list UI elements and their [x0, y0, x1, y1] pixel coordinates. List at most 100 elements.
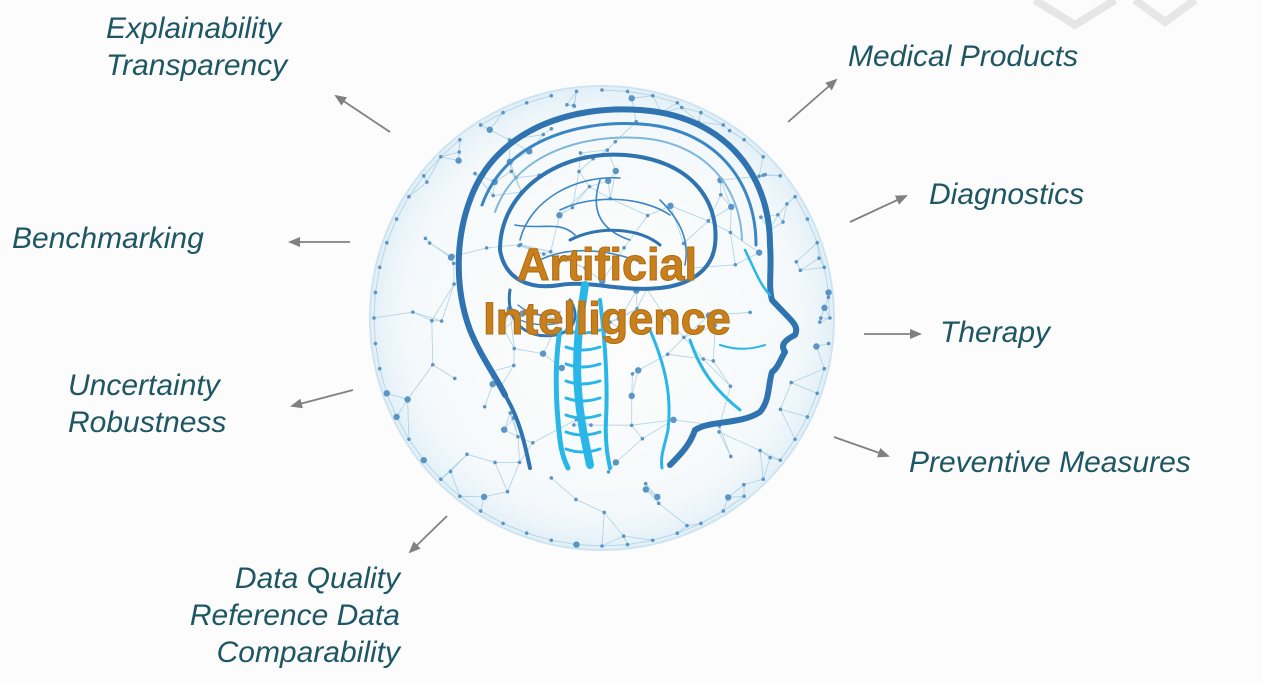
network-node: [420, 456, 427, 464]
network-node: [761, 477, 766, 482]
network-node: [458, 494, 462, 499]
network-node: [541, 132, 546, 137]
network-link: [779, 439, 796, 461]
network-node: [628, 95, 635, 102]
network-node: [625, 542, 630, 547]
arrow-data-quality: [408, 515, 448, 554]
network-node: [643, 481, 648, 486]
network-node: [484, 246, 489, 250]
network-node: [438, 154, 443, 159]
network-link: [652, 95, 678, 104]
network-node: [785, 202, 789, 206]
network-node: [600, 88, 604, 92]
network-link: [440, 471, 451, 480]
network-link: [791, 382, 818, 394]
network-node: [621, 534, 626, 538]
network-node: [458, 137, 462, 142]
network-node: [635, 367, 642, 374]
network-link: [708, 220, 731, 233]
network-node: [430, 318, 434, 323]
network-link: [690, 264, 736, 269]
network-node: [549, 476, 554, 480]
network-node: [373, 290, 378, 295]
label-reference-data: Reference Data: [189, 599, 400, 632]
network-link: [712, 360, 731, 387]
network-link: [441, 283, 455, 322]
network-link: [609, 321, 622, 330]
network-node: [516, 434, 520, 439]
network-link: [440, 453, 468, 480]
network-link: [396, 399, 408, 418]
network-link: [623, 535, 653, 541]
network-link: [516, 174, 540, 178]
network-node: [818, 316, 823, 320]
network-link: [707, 194, 722, 222]
network-link: [782, 203, 788, 223]
network-link: [407, 364, 434, 400]
network-node: [549, 126, 554, 131]
network-link: [610, 198, 648, 216]
network-node: [616, 315, 624, 322]
network-node: [630, 372, 635, 376]
network-node: [439, 319, 444, 323]
vertebra: [564, 328, 602, 335]
network-node: [776, 212, 780, 217]
network-node: [650, 93, 655, 98]
network-node: [670, 416, 677, 424]
network-node: [393, 413, 400, 421]
network-node: [421, 174, 426, 178]
network-node: [407, 437, 411, 442]
center-title: Artificial Intelligence: [457, 238, 757, 346]
network-node: [718, 192, 723, 197]
network-node: [373, 341, 378, 346]
network-node: [486, 126, 493, 133]
network-node: [667, 202, 674, 210]
network-link: [503, 313, 523, 330]
network-link: [440, 151, 460, 158]
network-link: [681, 107, 702, 114]
network-node: [583, 266, 587, 270]
network-link: [440, 478, 461, 497]
network-link: [700, 112, 724, 126]
network-link: [517, 436, 521, 463]
network-link: [603, 512, 625, 537]
network-link: [646, 288, 665, 316]
network-node: [512, 363, 516, 368]
vertebrae: [564, 328, 602, 454]
network-node: [742, 482, 746, 487]
network-node: [448, 253, 455, 261]
network-node: [778, 174, 783, 178]
network-link: [459, 495, 485, 498]
network-node: [685, 523, 689, 528]
network-link: [759, 450, 764, 480]
network-node: [742, 494, 746, 499]
network-link: [712, 325, 716, 361]
network-node: [675, 531, 680, 536]
network-link: [502, 523, 527, 534]
network-node: [448, 469, 453, 474]
network-node: [805, 415, 810, 419]
network-node: [793, 194, 797, 199]
network-node: [404, 396, 411, 403]
network-node: [524, 531, 529, 536]
network-link: [386, 392, 408, 400]
network-node: [473, 171, 477, 176]
network-link: [373, 292, 376, 319]
vertebra: [564, 396, 602, 403]
network-link: [638, 353, 668, 371]
network-link: [450, 471, 461, 497]
network-link: [551, 477, 577, 500]
network-link: [576, 544, 603, 547]
network-link: [800, 266, 825, 271]
network-node: [755, 249, 763, 256]
network-link: [486, 244, 521, 249]
label-medical-products-text: Medical Products: [848, 40, 1079, 73]
network-node: [662, 313, 667, 318]
network-node: [608, 320, 612, 324]
network-node: [531, 440, 535, 445]
network-link: [459, 495, 481, 512]
network-node: [721, 509, 726, 513]
network-node: [822, 265, 827, 270]
network-link: [677, 525, 688, 534]
